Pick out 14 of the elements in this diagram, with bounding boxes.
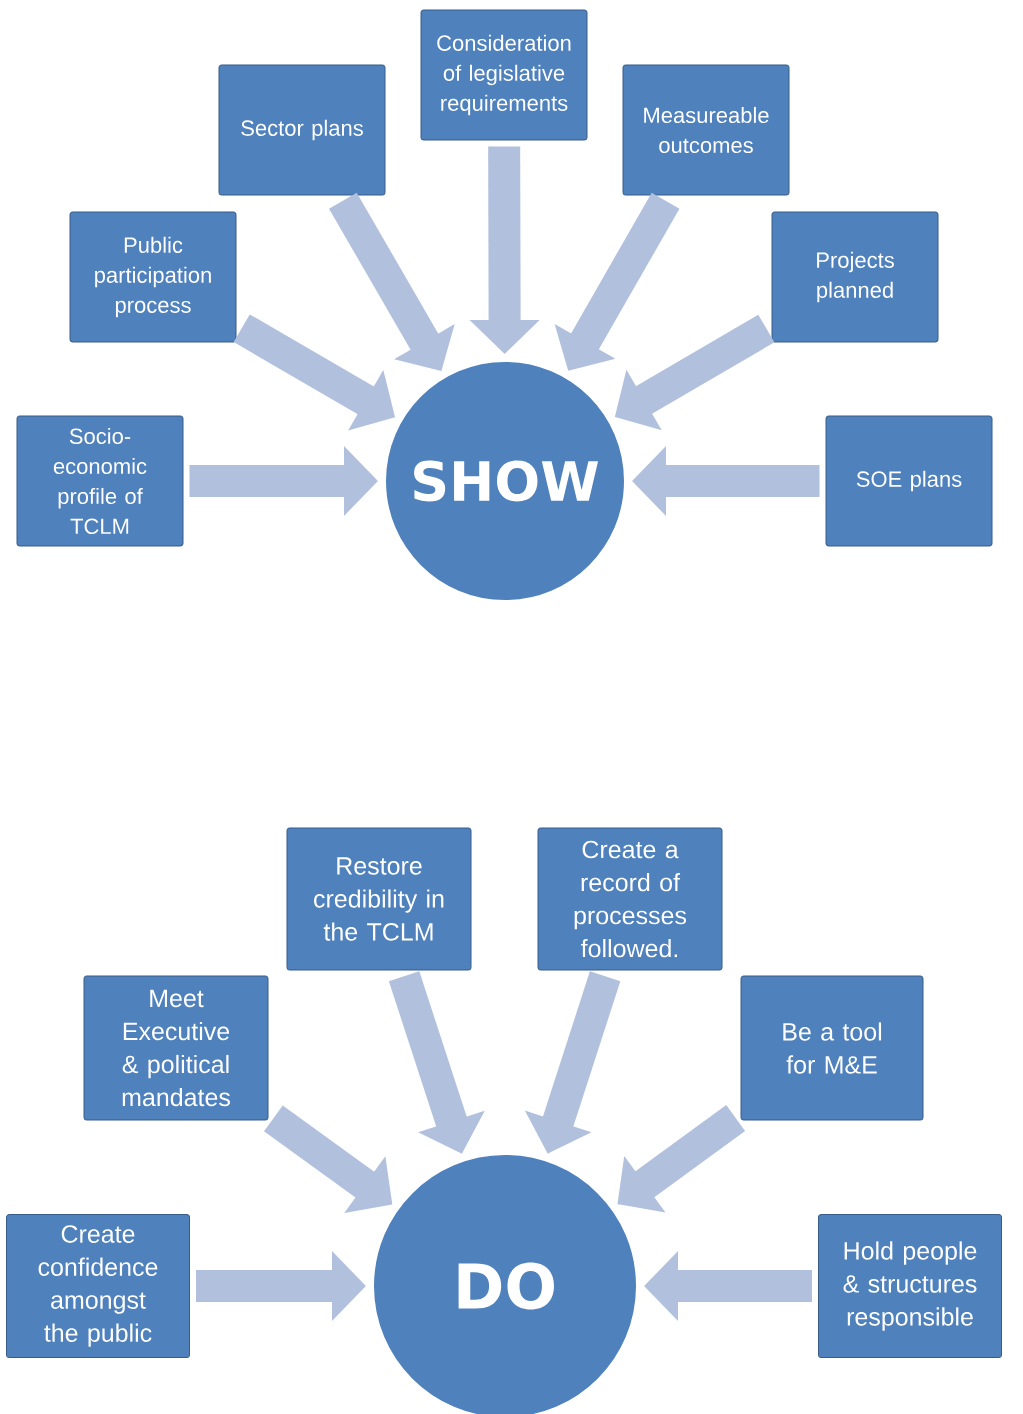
text-box: Meet Executive & political mandates xyxy=(83,975,269,1121)
text-box: Public participation process xyxy=(69,211,237,343)
text-box: Projects planned xyxy=(771,211,939,343)
text-box: SOE plans xyxy=(825,415,993,547)
text-box: Be a tool for M&E xyxy=(740,975,924,1121)
text-box: Measureable outcomes xyxy=(622,64,790,196)
text-box: Socio-economic profile of TCLM xyxy=(16,415,184,547)
arrow xyxy=(329,192,455,371)
text-box: Create a record of processes followed. xyxy=(537,827,723,971)
text-box: Hold people & structures responsible xyxy=(818,1214,1002,1358)
text-box: Create confidence amongst the public xyxy=(6,1214,190,1358)
text-box: Consideration of legislative requirements xyxy=(420,9,588,141)
text-box: Restore credibility in the TCLM xyxy=(286,827,472,971)
text-box: Sector plans xyxy=(218,64,386,196)
